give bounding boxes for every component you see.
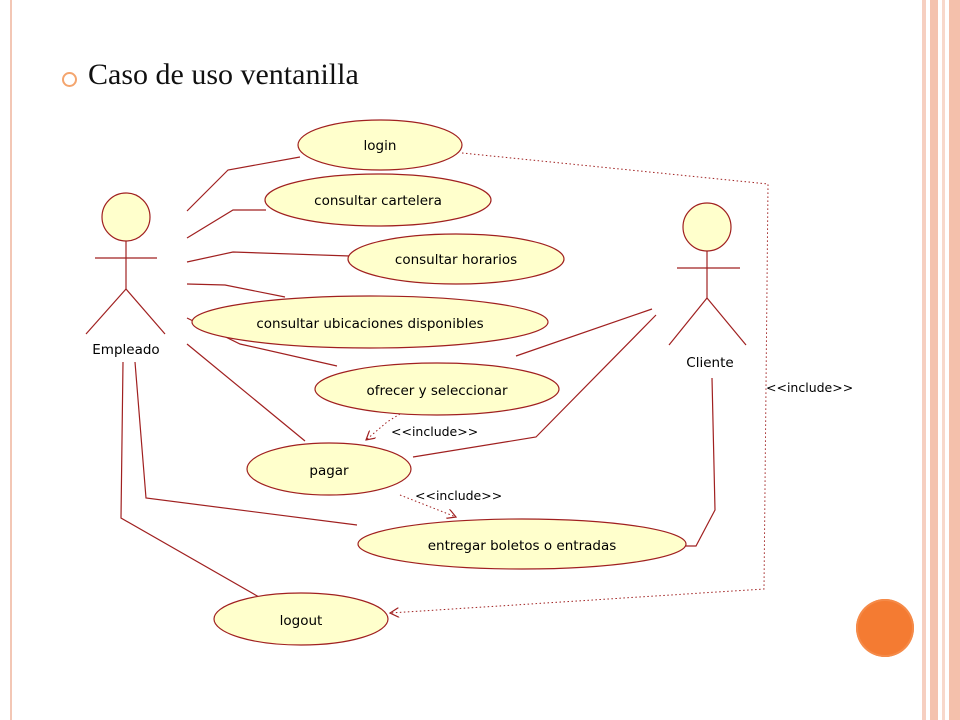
orange-circle-decoration xyxy=(856,599,914,657)
actor-empleado xyxy=(85,192,166,335)
use-case-consultar-cartelera: consultar cartelera xyxy=(264,173,492,227)
use-case-entregar-boletos-label: entregar boletos o entradas xyxy=(428,538,617,554)
assoc-cliente-pagar xyxy=(412,314,657,458)
assoc-empleado-login xyxy=(186,156,301,212)
use-case-consultar-ubicaciones-label: consultar ubicaciones disponibles xyxy=(256,316,483,332)
assoc-empleado-logout xyxy=(120,361,260,598)
include-lines xyxy=(366,152,769,613)
use-case-login: login xyxy=(297,119,463,171)
use-case-diagram: Empleado Cliente login consultar cartele… xyxy=(85,119,853,646)
assoc-empleado-horarios xyxy=(186,251,351,263)
include-label-pagar-entregar: <<include>> xyxy=(415,488,502,503)
use-case-logout: logout xyxy=(213,592,389,646)
assoc-cliente-ubicaciones xyxy=(515,308,653,357)
bullet-icon xyxy=(62,72,77,87)
slide-title: Caso de uso ventanilla xyxy=(88,58,359,91)
assoc-empleado-pagar xyxy=(186,343,306,442)
use-case-entregar-boletos: entregar boletos o entradas xyxy=(357,518,687,570)
include-label-ofrecer-pagar: <<include>> xyxy=(391,424,478,439)
actor-cliente-label: Cliente xyxy=(686,355,733,371)
include-label-login-logout: <<include>> xyxy=(766,380,853,395)
use-case-login-label: login xyxy=(364,138,397,154)
slide-frame-line xyxy=(10,0,12,720)
use-case-consultar-horarios-label: consultar horarios xyxy=(395,252,517,268)
assoc-empleado-entregar xyxy=(134,361,358,526)
use-case-consultar-horarios: consultar horarios xyxy=(347,233,565,285)
slide-decoration-stripes xyxy=(920,0,960,720)
actor-empleado-head xyxy=(101,192,151,242)
use-case-consultar-cartelera-label: consultar cartelera xyxy=(314,193,442,209)
use-case-pagar: pagar xyxy=(246,442,412,496)
assoc-cliente-entregar xyxy=(684,377,716,547)
assoc-empleado-ubicaciones xyxy=(186,283,286,298)
use-case-logout-label: logout xyxy=(280,613,323,629)
use-case-pagar-label: pagar xyxy=(309,463,349,479)
actor-empleado-label: Empleado xyxy=(92,342,159,358)
assoc-empleado-cartelera xyxy=(186,209,266,239)
use-case-consultar-ubicaciones: consultar ubicaciones disponibles xyxy=(191,295,549,349)
actor-cliente xyxy=(668,202,747,346)
use-case-ofrecer-seleccionar: ofrecer y seleccionar xyxy=(314,362,560,416)
actor-cliente-head xyxy=(682,202,732,252)
include-ofrecer-pagar xyxy=(366,413,401,440)
use-case-ofrecer-seleccionar-label: ofrecer y seleccionar xyxy=(366,383,508,399)
